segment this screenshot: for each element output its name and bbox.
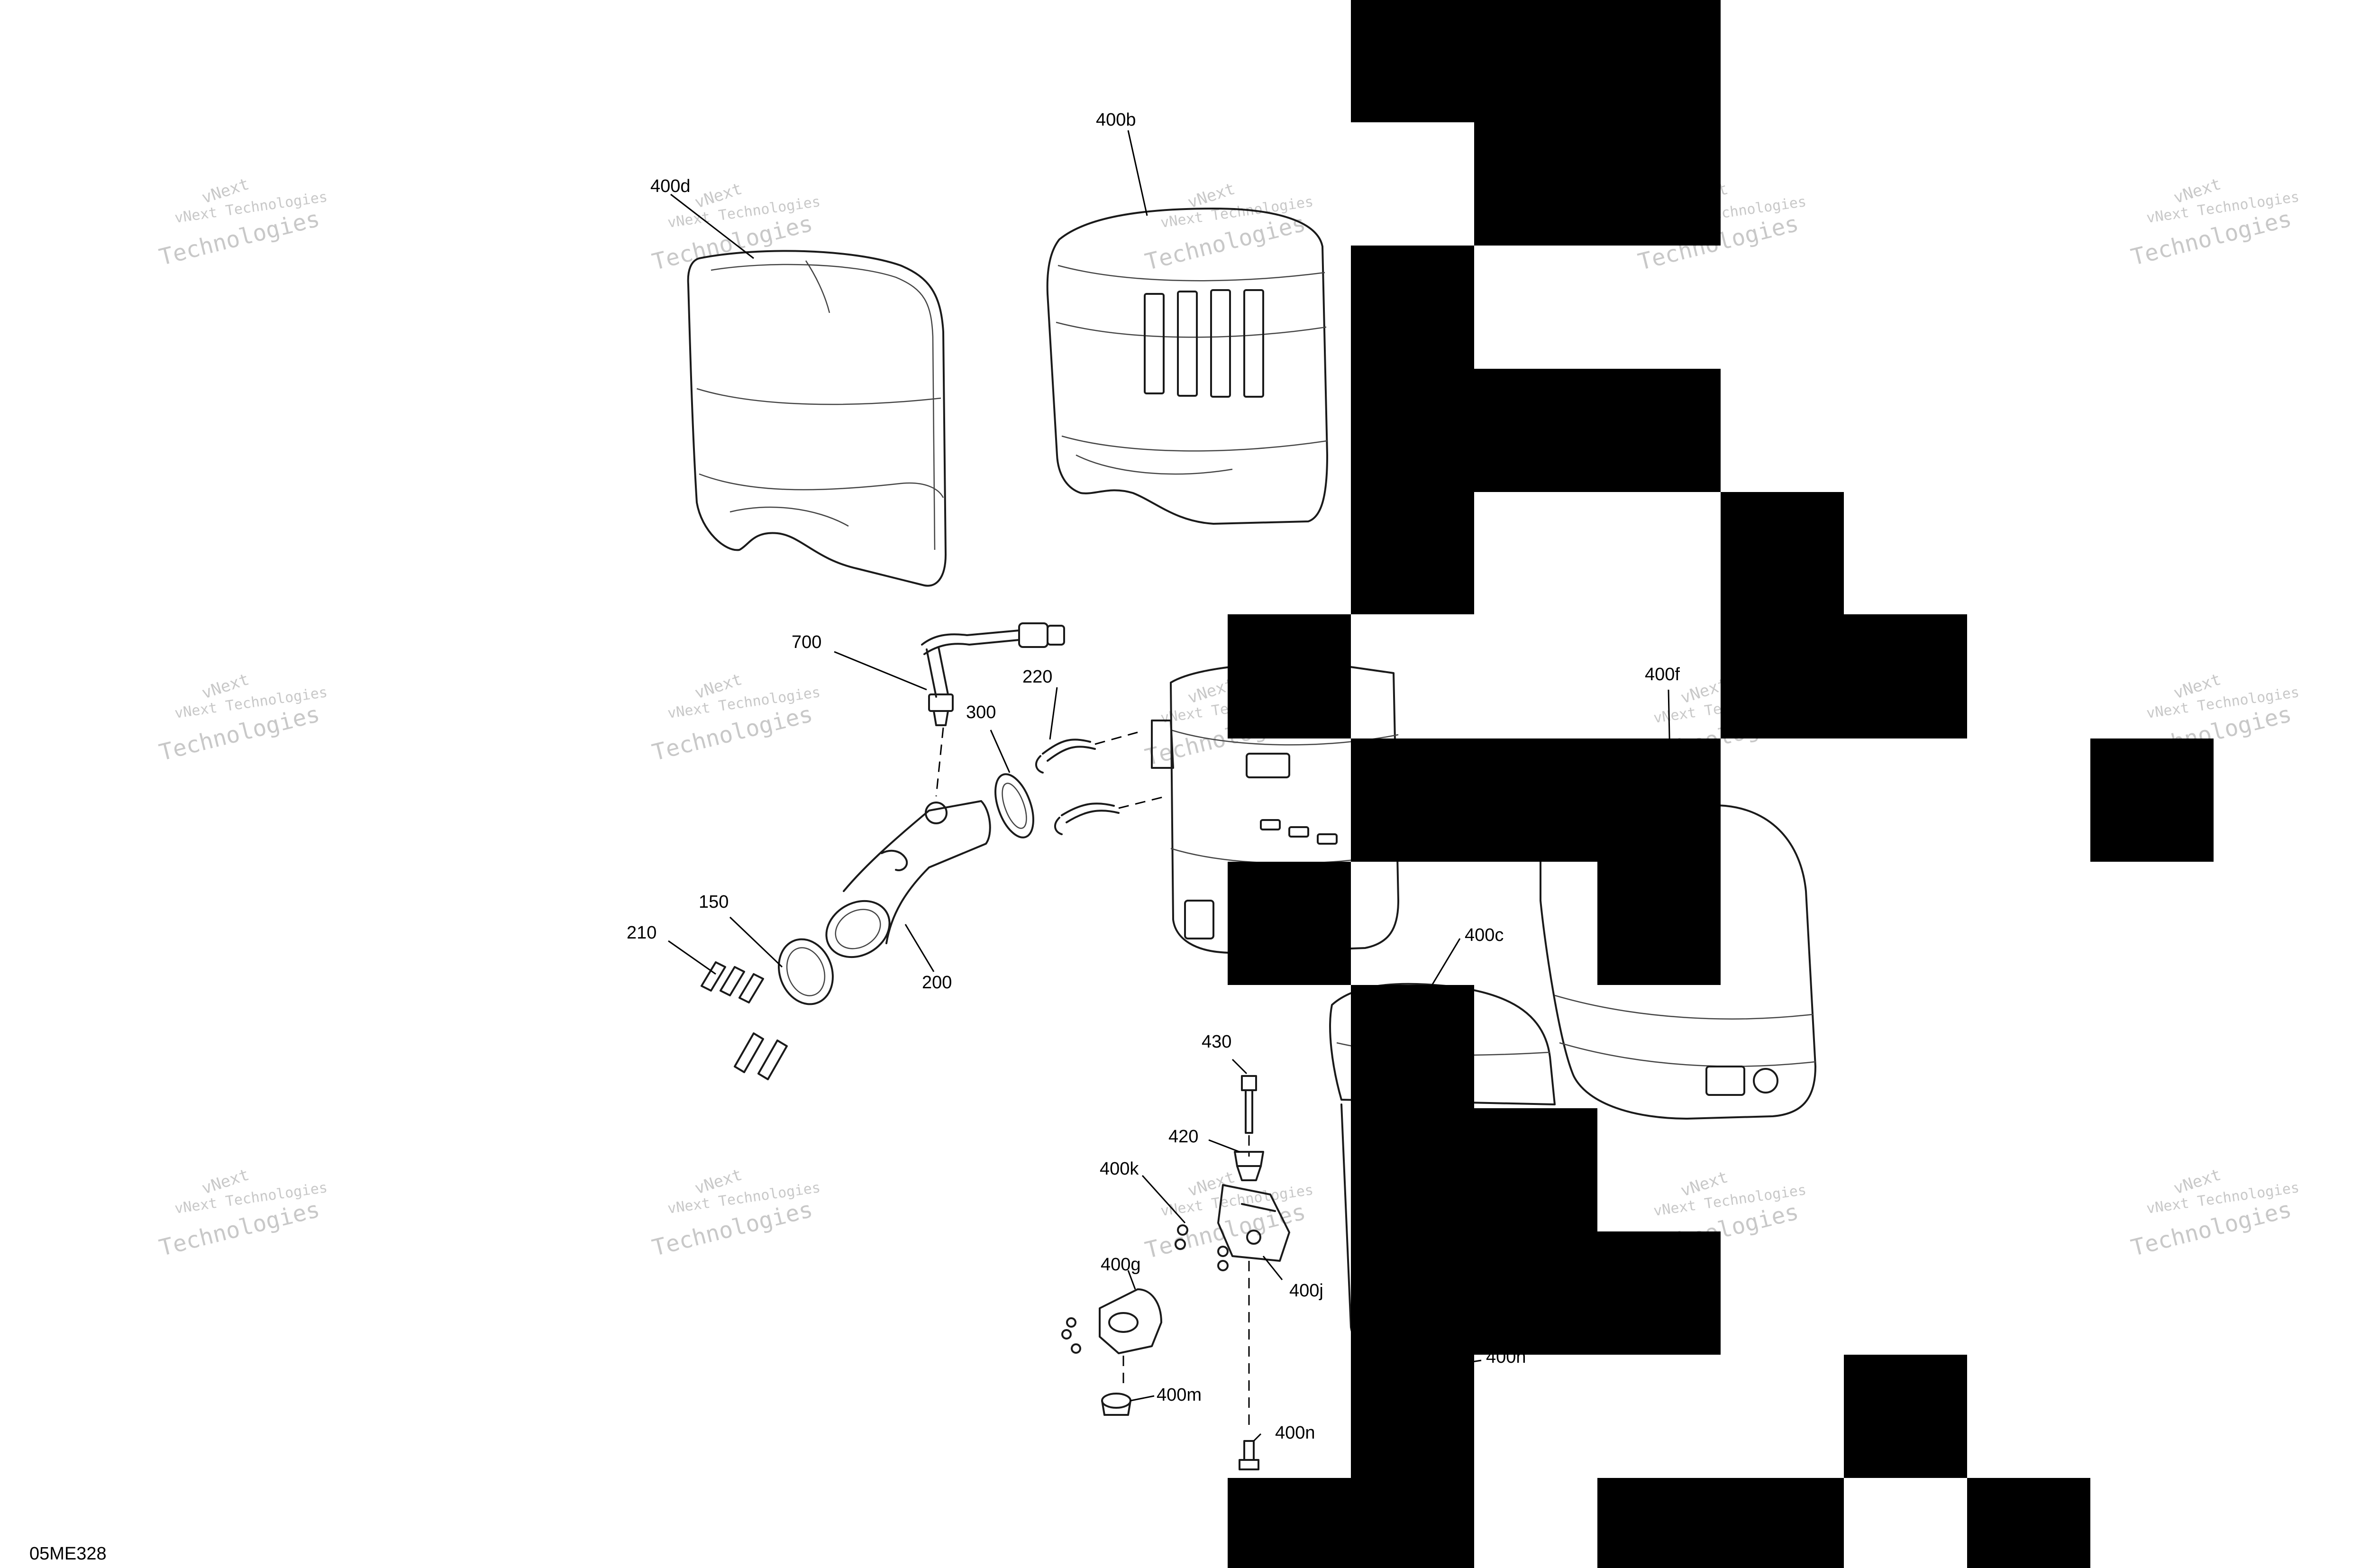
part-400g-bracket xyxy=(1061,1288,1162,1389)
figure-code: 05ME328 xyxy=(29,1544,107,1564)
part-400n-stud xyxy=(1239,1440,1259,1470)
redaction-block xyxy=(2090,738,2214,862)
part-400j-bracket xyxy=(1217,1184,1290,1431)
part-420-grommet xyxy=(1234,1151,1264,1181)
redaction-blocks xyxy=(1228,0,2214,1568)
part-400d-heat-shield xyxy=(687,250,947,587)
label-150: 150 xyxy=(699,892,729,912)
label-400j: 400j xyxy=(1289,1281,1323,1301)
label-400g: 400g xyxy=(1101,1255,1141,1275)
label-700: 700 xyxy=(792,632,821,652)
redaction-block xyxy=(1967,1478,2090,1568)
part-400b-heat-shield xyxy=(1046,208,1328,525)
label-400n: 400n xyxy=(1275,1423,1315,1443)
label-400d: 400d xyxy=(650,176,691,196)
label-210: 210 xyxy=(627,923,656,943)
redaction-block xyxy=(1228,862,1351,985)
redaction-block xyxy=(1597,1478,1844,1568)
part-labels: 400b 400d 700 220 300 400f 150 210 200 4… xyxy=(627,110,1680,1443)
label-400f: 400f xyxy=(1645,665,1680,684)
redaction-block xyxy=(1844,1355,1967,1478)
label-200: 200 xyxy=(922,973,952,993)
part-muffler-body xyxy=(1151,662,1399,954)
redaction-block xyxy=(1351,1231,1721,1355)
label-420: 420 xyxy=(1168,1127,1198,1147)
part-300-gasket xyxy=(994,773,1034,839)
redaction-block xyxy=(1351,1108,1597,1231)
redaction-block xyxy=(1351,492,1474,614)
label-400c: 400c xyxy=(1465,925,1504,945)
label-300: 300 xyxy=(966,702,996,722)
label-430: 430 xyxy=(1202,1032,1231,1052)
redaction-block xyxy=(1228,1478,1474,1568)
redaction-block xyxy=(1351,0,1721,122)
redaction-block xyxy=(1721,614,1967,738)
part-220-springs xyxy=(1035,731,1167,835)
redaction-block xyxy=(1597,862,1721,985)
part-400k-nuts xyxy=(1175,1224,1229,1271)
redaction-block xyxy=(1228,614,1351,738)
redaction-block xyxy=(1474,122,1721,246)
part-430-bolt xyxy=(1241,1075,1257,1157)
part-150-ring xyxy=(778,938,834,1005)
redaction-block xyxy=(1351,369,1721,492)
label-400k: 400k xyxy=(1100,1159,1139,1179)
part-700-oxygen-sensor xyxy=(921,622,1065,797)
label-220: 220 xyxy=(1022,667,1052,687)
label-400m: 400m xyxy=(1157,1385,1202,1405)
part-200-exhaust-pipe xyxy=(825,800,991,958)
label-400b: 400b xyxy=(1096,110,1136,130)
redaction-block xyxy=(1351,738,1721,862)
